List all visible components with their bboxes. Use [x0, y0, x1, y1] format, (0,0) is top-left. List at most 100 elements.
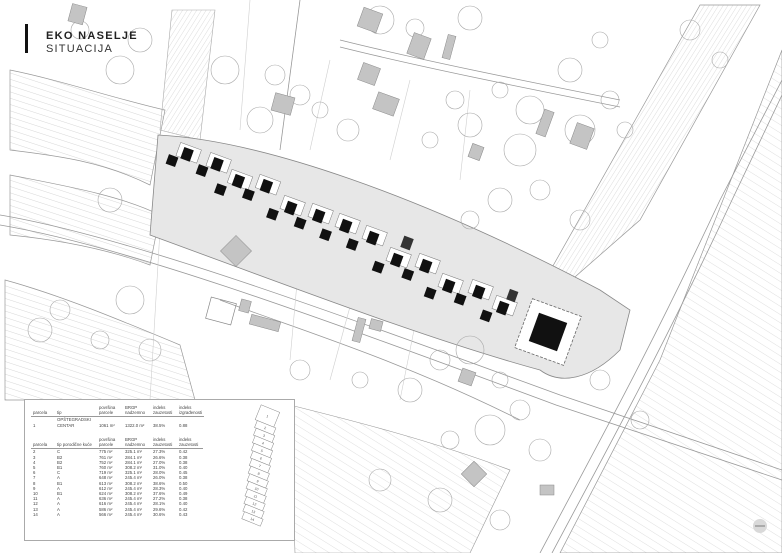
cell: 325.1 m²: [125, 449, 142, 455]
cell: C: [57, 470, 61, 476]
cell: B2: [57, 459, 63, 465]
parcel-table-panel: parcela tip površina parcele BRGP nadzem…: [24, 399, 295, 541]
sports-court: [205, 296, 237, 326]
title-main: EKO NASELJE: [46, 30, 138, 42]
cell: 245.4 m²: [125, 496, 142, 502]
col-header: površina parcele: [97, 405, 123, 418]
cell: 0.38: [179, 496, 188, 502]
col-header: površina parcele: [97, 437, 123, 450]
keymap-label: 6: [259, 456, 262, 460]
cell: 0.40: [179, 465, 188, 471]
cell: 26.0%: [153, 475, 166, 481]
cell: 308.2 m²: [125, 480, 142, 486]
cell: 0.40: [179, 501, 188, 507]
cell: A: [57, 496, 60, 502]
col-header: BRGP nadzemno: [123, 437, 151, 450]
table-row: 5 B1 760 m² 308.2 m² 31.0% 0.40: [31, 465, 203, 470]
civic-center: [514, 298, 582, 366]
cell: 1322.0 m²: [125, 422, 145, 428]
cell: 29.6%: [153, 506, 166, 512]
cell: 612 m²: [99, 485, 113, 491]
cell: 0.50: [179, 480, 188, 486]
cell: 752 m²: [99, 459, 113, 465]
col-header: indeks zauzetosti: [151, 405, 177, 418]
cell: 0.38: [179, 459, 188, 465]
cell: 27.2%: [153, 496, 166, 502]
cell: 719 m²: [99, 470, 113, 476]
cell: 38.5%: [153, 422, 166, 428]
cell: 308.2 m²: [125, 465, 142, 471]
cell: A: [57, 485, 60, 491]
cell: 3: [33, 454, 36, 460]
cell: B1: [57, 480, 63, 486]
cell: 0.40: [179, 485, 188, 491]
cell: 1061 m²: [99, 422, 115, 428]
cell: A: [57, 475, 60, 481]
cell: 37.6%: [153, 491, 166, 497]
cell: A: [57, 506, 60, 512]
col-header: tip: [55, 405, 97, 418]
cell: 31.0%: [153, 465, 166, 471]
title-accent-bar: [25, 24, 28, 53]
keymap-label: 3: [262, 434, 265, 438]
cell: 325.1 m²: [125, 470, 142, 476]
houses-table: parcela tip porodične kuće površina parc…: [31, 437, 203, 517]
keymap-label: 12: [252, 502, 257, 507]
col-header: tip porodične kuće: [55, 437, 97, 450]
cell: 308.2 m²: [125, 491, 142, 497]
keymap-label: 10: [254, 486, 259, 491]
cell: 245.4 m²: [125, 511, 142, 517]
cell: 760 m²: [99, 465, 113, 471]
cell: 284.1 m²: [125, 459, 142, 465]
cell: 6: [33, 470, 36, 476]
cell: B1: [57, 491, 63, 497]
col-header: indeks zauzetosti: [177, 437, 203, 450]
cell: 245.4 m²: [125, 475, 142, 481]
cell: 11: [33, 496, 38, 502]
keymap-label: 14: [250, 517, 255, 522]
cell: B2: [57, 454, 63, 460]
cell: 613 m²: [99, 480, 113, 486]
cell: 12: [33, 501, 38, 507]
cell: 8: [33, 480, 36, 486]
cell: 0.38: [179, 475, 188, 481]
col-header: BRGP nadzemno: [123, 405, 151, 418]
cell: C: [57, 449, 61, 455]
keymap-label: 2: [263, 426, 266, 430]
cell: 245.4 m²: [125, 501, 142, 507]
keymap-label: 8: [257, 472, 260, 476]
trees: [27, 5, 729, 531]
cell: 9: [33, 485, 36, 491]
cell: 761 m²: [99, 454, 113, 460]
cell: 0.42: [179, 506, 188, 512]
title-sub: SITUACIJA: [46, 43, 114, 55]
cell: 28.1%: [153, 501, 166, 507]
col-header: parcela: [31, 405, 55, 418]
cell: 5: [33, 465, 36, 471]
houses: [165, 142, 519, 323]
cell: 10: [33, 491, 38, 497]
cell: A: [57, 501, 60, 507]
cell: 0.43: [179, 511, 188, 517]
keymap-label: 7: [258, 464, 261, 468]
cell: 14: [33, 511, 38, 517]
cell: 27.3%: [153, 449, 166, 455]
cell: 7: [33, 475, 36, 481]
cell: B1: [57, 465, 63, 471]
keymap-label: 4: [261, 441, 264, 445]
keymap-label: 1: [266, 414, 269, 418]
cell: 26.6%: [153, 454, 166, 460]
cell: 13: [33, 506, 38, 512]
cell: 2: [33, 449, 36, 455]
col-header: indeks zauzetosti: [151, 437, 177, 450]
cell: 28.3%: [153, 485, 166, 491]
